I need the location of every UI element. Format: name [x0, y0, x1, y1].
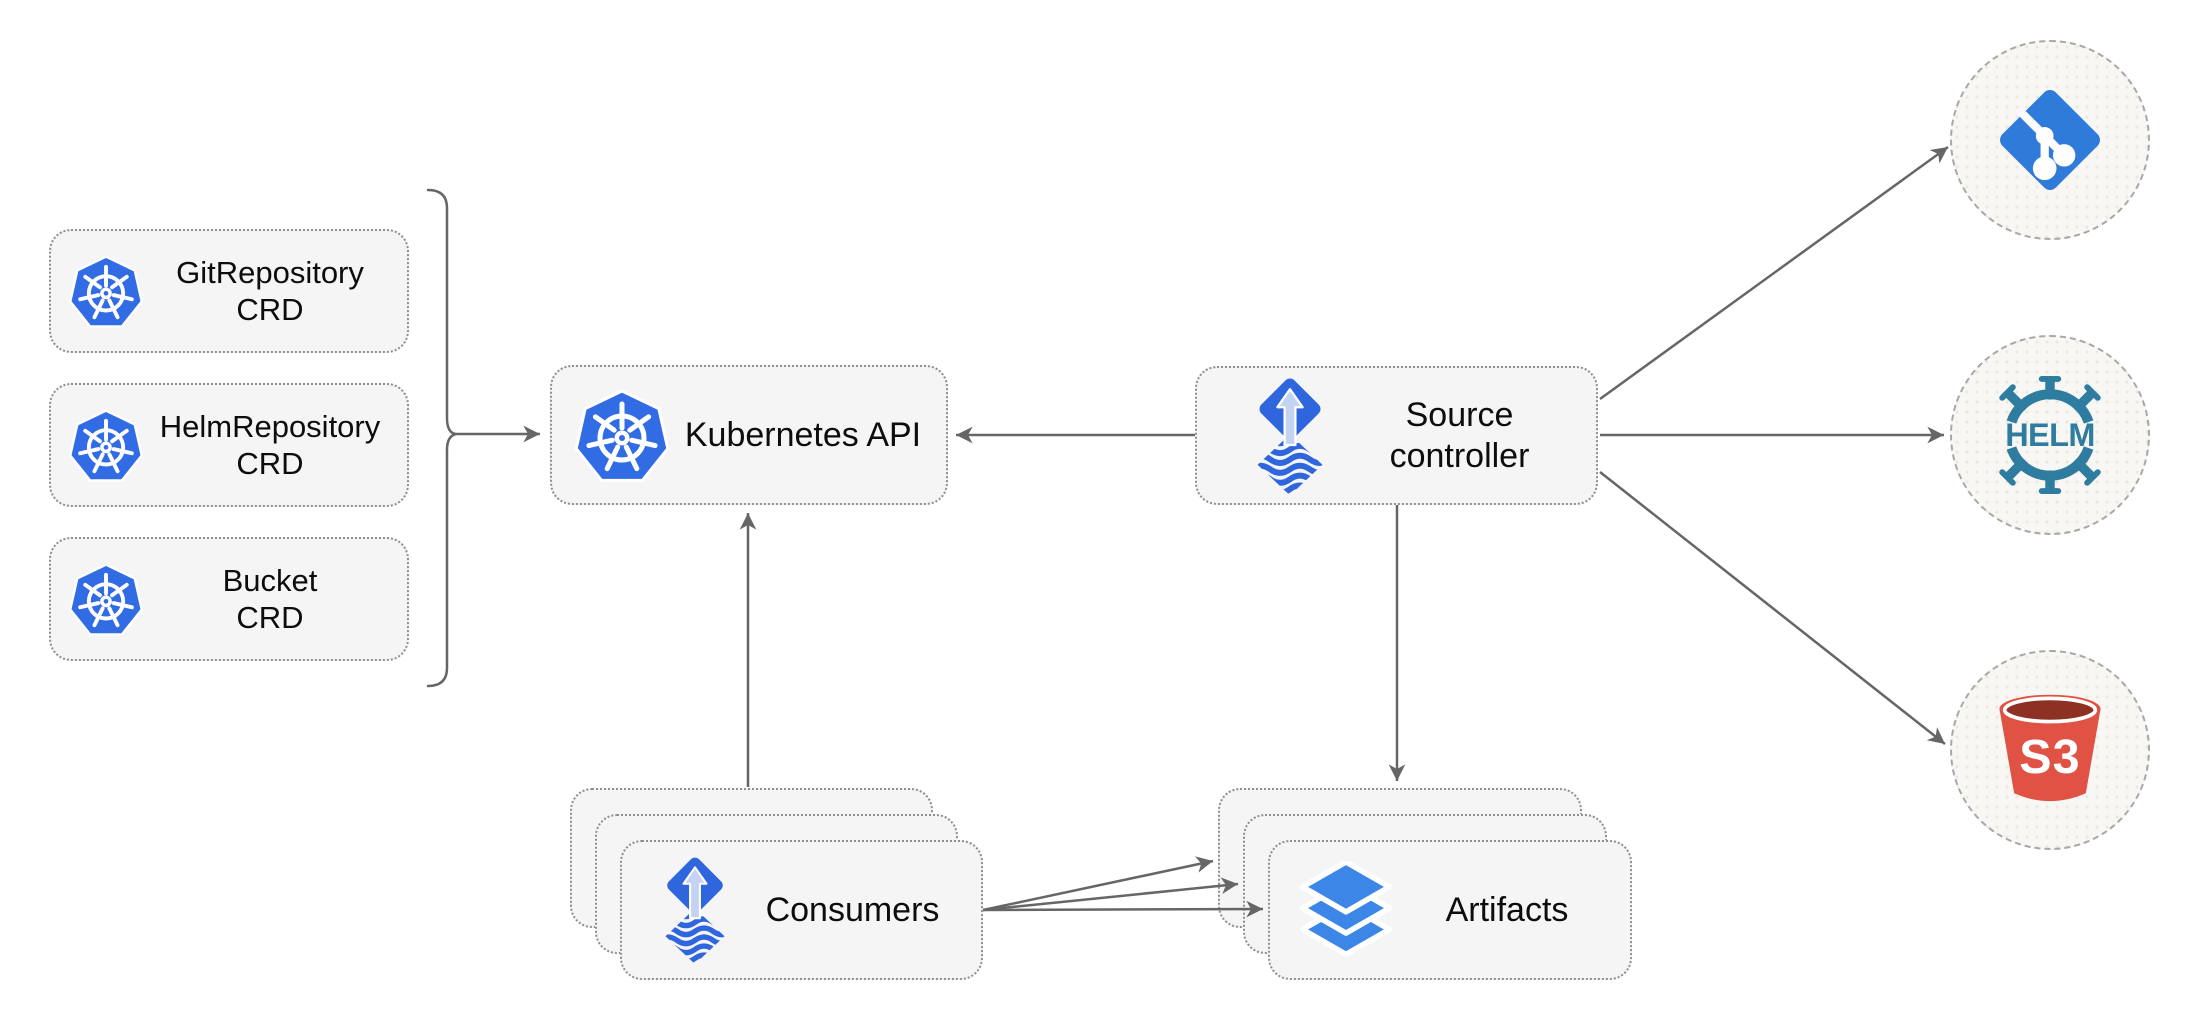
- node-helm-repository-crd: HelmRepository CRD: [49, 383, 409, 507]
- edge-source-controller-to-s3: [1599, 471, 1946, 745]
- endpoint-git: [1950, 40, 2150, 240]
- node-git-repository-crd: GitRepository CRD: [49, 229, 409, 353]
- edge-consumers-to-artifacts-2: [982, 877, 1239, 912]
- node-bucket-crd: Bucket CRD: [49, 537, 409, 661]
- node-label: GitRepository CRD: [176, 254, 364, 327]
- kubernetes-icon: [572, 385, 672, 485]
- node-artifacts: Artifacts: [1268, 840, 1632, 980]
- kubernetes-icon: [67, 560, 145, 638]
- edge-source-controller-to-git: [1599, 145, 1949, 401]
- endpoint-s3: S3: [1950, 650, 2150, 850]
- node-kubernetes-api: Kubernetes API: [550, 365, 948, 505]
- node-label: Kubernetes API: [684, 415, 922, 454]
- git-icon: [1991, 81, 2109, 199]
- node-label: Consumers: [765, 890, 940, 929]
- kubernetes-icon: [67, 406, 145, 484]
- edge-consumers-to-artifacts-1: [982, 856, 1214, 912]
- flux-icon: [1245, 376, 1335, 496]
- layers-icon: [1296, 861, 1396, 959]
- node-label: Source controller: [1389, 395, 1530, 475]
- edge-crd-group-brace: [426, 188, 457, 688]
- node-label: HelmRepository CRD: [159, 408, 381, 481]
- helm-logo-text: HELM: [2005, 417, 2095, 453]
- flux-icon: [654, 851, 736, 969]
- s3-logo-text: S3: [2019, 730, 2080, 784]
- node-label: Artifacts: [1445, 890, 1569, 929]
- node-consumers: Consumers: [620, 840, 983, 980]
- helm-icon: HELM: [1987, 376, 2113, 494]
- endpoint-helm: HELM: [1950, 335, 2150, 535]
- node-label: Bucket CRD: [222, 562, 318, 635]
- s3-bucket-icon: S3: [1992, 691, 2108, 809]
- node-source-controller: Source controller: [1195, 366, 1598, 505]
- kubernetes-icon: [67, 252, 145, 330]
